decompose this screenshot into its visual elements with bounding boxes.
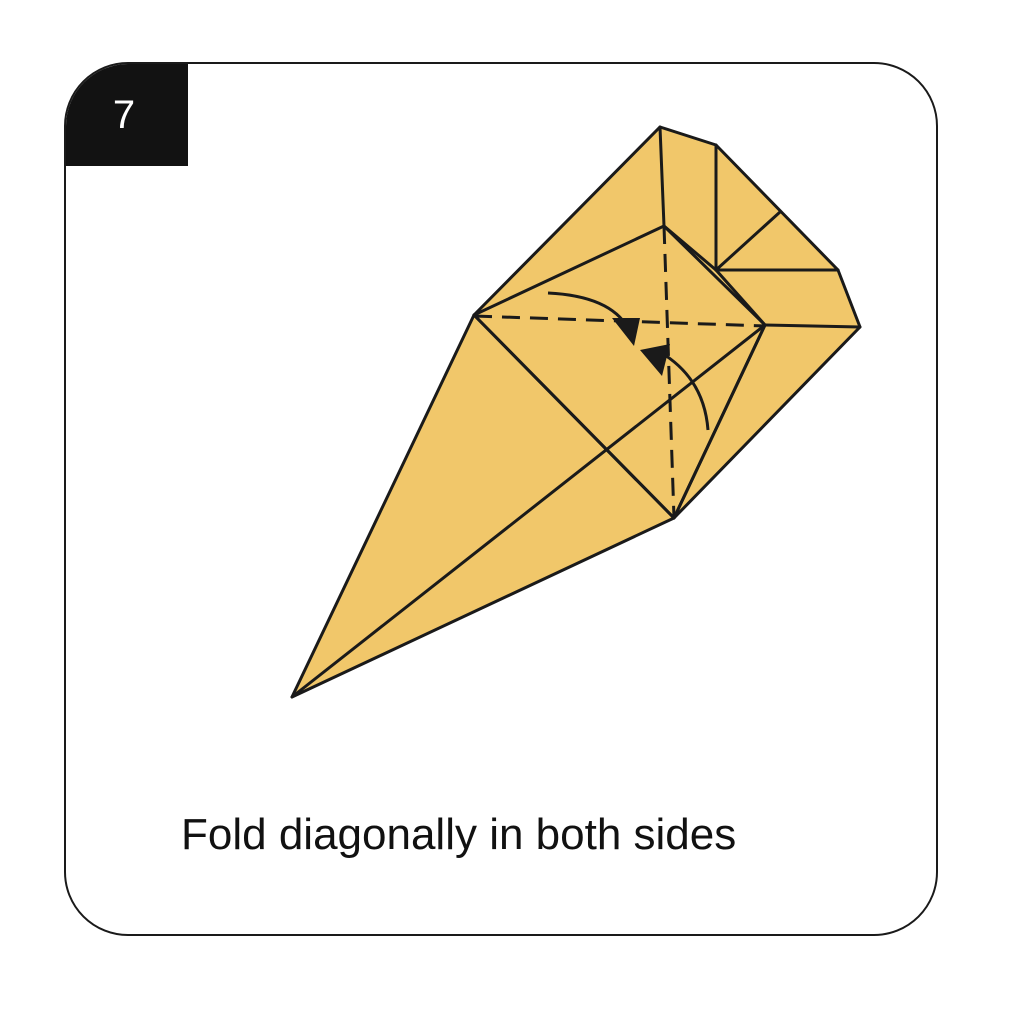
curved-arrow-icon (547, 291, 640, 346)
right-flap-crease-2 (672, 323, 767, 520)
step-number: 7 (112, 92, 136, 137)
vertical-fold-guide (662, 225, 676, 519)
square-diagonal (472, 313, 676, 520)
step-number-badge: 7 (66, 64, 188, 166)
curved-arrow-icon (640, 344, 710, 431)
top-flap-crease-4 (662, 224, 718, 272)
diagonal-crease (290, 323, 767, 699)
right-flap-edge (714, 268, 767, 327)
top-flap-crease-2 (714, 210, 782, 272)
instruction-caption: Fold diagonally in both sides (181, 810, 737, 859)
right-flap-crease (763, 323, 862, 329)
top-flap-left-edge (658, 125, 666, 228)
